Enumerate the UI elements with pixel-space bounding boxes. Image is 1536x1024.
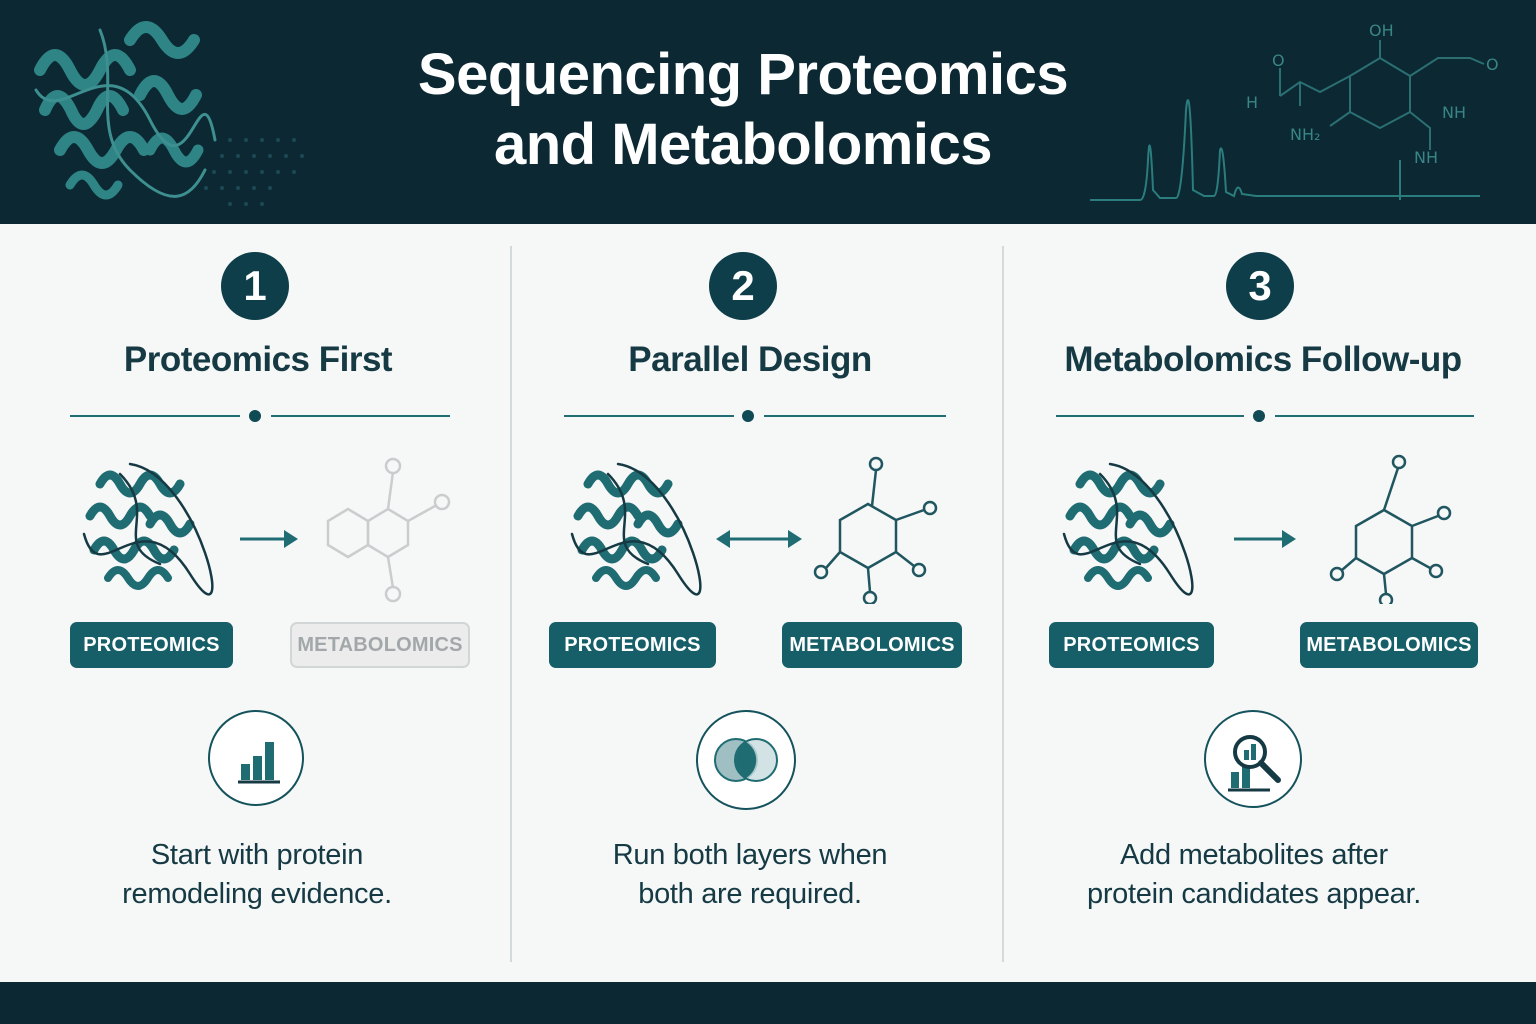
description-line: Run both layers when <box>612 839 888 871</box>
bar-chart-icon <box>238 742 280 784</box>
step-title: Proteomics First <box>123 340 393 379</box>
step-number-badge: 3 <box>1226 252 1294 320</box>
column-divider <box>510 246 512 962</box>
description-line: Start with protein <box>150 839 364 871</box>
column-divider <box>1002 246 1004 962</box>
header-banner: OH O NH₂ NH NH O H Sequencing Proteomics… <box>0 0 1536 224</box>
workflow-illustration <box>82 457 451 603</box>
workflow-illustration <box>570 456 938 604</box>
header-decoration: OH O NH₂ NH NH O H <box>34 21 1499 206</box>
protein-icon <box>570 462 702 596</box>
molecule-label: NH <box>1414 148 1438 167</box>
molecule-label: NH₂ <box>1290 125 1320 144</box>
step-number-badge: 1 <box>221 252 289 320</box>
panel-parallel-design: 2 Parallel Design <box>512 224 1002 982</box>
icon-badge <box>208 710 304 806</box>
footer-bar <box>0 982 1536 1024</box>
step-number-badge: 2 <box>709 252 777 320</box>
step-title: Parallel Design <box>628 340 872 379</box>
description-line: remodeling evidence. <box>122 878 392 910</box>
icon-badge <box>1204 710 1302 808</box>
molecule-label: O <box>1272 51 1285 70</box>
metabolomics-label: METABOLOMICS <box>1300 622 1478 668</box>
molecule-label: OH <box>1369 21 1394 40</box>
metabolomics-label-inactive: METABOLOMICS <box>290 622 470 668</box>
venn-diagram-icon <box>714 738 778 782</box>
panel-proteomics-first: 1 Proteomics First P <box>0 224 510 982</box>
title-line-1: Sequencing Proteomics <box>417 42 1069 107</box>
right-arrow-icon <box>1234 530 1296 548</box>
icon-badge <box>696 710 796 810</box>
protein-ribbon-icon <box>34 21 217 200</box>
proteomics-label: PROTEOMICS <box>70 622 233 668</box>
molecule-icon <box>326 457 451 603</box>
title-line-2: and Metabolomics <box>494 112 992 177</box>
title-divider <box>564 410 946 422</box>
title-divider <box>1056 410 1474 422</box>
title-divider <box>70 410 450 422</box>
molecule-icon <box>1329 454 1452 604</box>
double-arrow-icon <box>716 530 802 548</box>
page-title: Sequencing Proteomics and Metabolomics <box>318 40 1168 180</box>
molecule-label: H <box>1246 93 1258 112</box>
workflow-illustration <box>1062 454 1452 604</box>
description-line: Add metabolites after <box>1120 839 1388 871</box>
proteomics-label: PROTEOMICS <box>549 622 716 668</box>
step-title: Metabolomics Follow-up <box>1064 340 1462 379</box>
molecule-icon <box>1279 40 1485 150</box>
description-line: both are required. <box>638 878 862 910</box>
description-line: protein candidates appear. <box>1086 878 1421 910</box>
magnifier-chart-icon <box>1228 735 1281 792</box>
panel-metabolomics-follow-up: 3 Metabolomics Follow-up <box>1004 224 1536 982</box>
right-arrow-icon <box>240 530 298 548</box>
spectrum-icon <box>1090 99 1480 201</box>
protein-icon <box>82 462 214 596</box>
step-description: Add metabolites after protein candidates… <box>1004 836 1504 914</box>
step-description: Start with protein remodeling evidence. <box>0 836 514 914</box>
protein-icon <box>1062 462 1194 596</box>
molecule-label: O <box>1486 55 1499 74</box>
metabolomics-label: METABOLOMICS <box>782 622 962 668</box>
molecule-icon <box>813 456 938 604</box>
step-description: Run both layers when both are required. <box>512 836 988 914</box>
proteomics-label: PROTEOMICS <box>1049 622 1214 668</box>
molecule-label: NH <box>1442 103 1466 122</box>
